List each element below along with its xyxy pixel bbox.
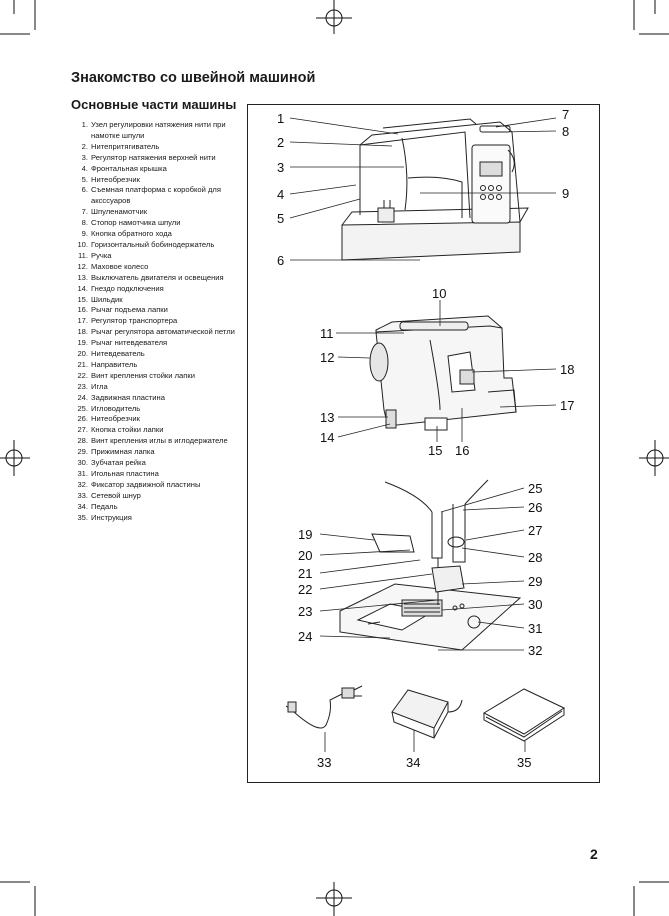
list-item: 33.Сетевой шнур <box>77 490 141 500</box>
list-item: 23.Игла <box>77 381 108 391</box>
list-item: 22.Винт крепления стойки лапки <box>77 370 195 380</box>
list-item: 25.Игловодитель <box>77 403 141 413</box>
list-item: 34.Педаль <box>77 501 118 511</box>
page-number: 2 <box>590 846 598 862</box>
list-item: 9.Кнопка обратного хода <box>81 229 172 239</box>
list-item: 27.Кнопка стойки лапки <box>77 425 164 435</box>
callout-labels: 1 2 3 4 5 6 7 8 9 10 11 12 13 14 15 16 1… <box>277 107 574 770</box>
list-item: 5.Нитеобрезчик <box>81 174 140 184</box>
page-title: Знакомство со швейной машиной <box>71 70 316 86</box>
callout-16: 16 <box>455 443 469 458</box>
list-item: 30.Зубчатая рейка <box>77 458 146 468</box>
illustration-frame <box>247 104 600 783</box>
list-item: 21.Направитель <box>77 359 138 369</box>
callout-1: 1 <box>277 111 284 126</box>
callout-27: 27 <box>528 523 542 538</box>
instruction-manual-drawing <box>482 688 566 742</box>
callout-3: 3 <box>277 160 284 175</box>
callout-33: 33 <box>317 755 331 770</box>
list-item: 20.Нитевдеватель <box>77 349 145 359</box>
callout-13: 13 <box>320 410 334 425</box>
callout-25: 25 <box>528 481 542 496</box>
leader-lines <box>289 117 557 261</box>
callout-21: 21 <box>298 566 312 581</box>
callout-17: 17 <box>560 398 574 413</box>
list-item: 14.Гнездо подключения <box>77 283 164 293</box>
callout-11: 11 <box>320 326 334 341</box>
list-item: 11.Ручка <box>78 250 112 260</box>
list-item: 3.Регулятор натяжения верхней нити <box>81 152 216 162</box>
list-item: 4.Фронтальная крышка <box>81 163 167 173</box>
callout-28: 28 <box>528 550 542 565</box>
callout-23: 23 <box>298 604 312 619</box>
list-item: 8.Стопор намотчика шпули <box>81 218 181 228</box>
callout-35: 35 <box>517 755 531 770</box>
power-cord-drawing <box>285 685 363 729</box>
callout-22: 22 <box>298 582 312 597</box>
foot-pedal-drawing <box>391 689 463 739</box>
sewing-machine-rear-drawing <box>369 315 517 431</box>
sewing-machine-front-drawing <box>341 118 529 261</box>
list-item: 28.Винт крепления иглы в иглодержателе <box>77 436 228 446</box>
callout-6: 6 <box>277 253 284 268</box>
list-item: 17.Регулятор транспортера <box>77 316 178 326</box>
callout-10: 10 <box>432 286 446 301</box>
callout-9: 9 <box>562 186 569 201</box>
list-item: 2.Нитепритягиватель <box>81 141 160 151</box>
list-item: 13.Выключатель двигателя и освещения <box>77 272 224 282</box>
callout-18: 18 <box>560 362 574 377</box>
callout-5: 5 <box>277 211 284 226</box>
list-item: 7.Шпуленамотчик <box>81 207 148 217</box>
list-item: 1.Узел регулировки натяжения нити при на… <box>81 120 226 140</box>
list-item: 6.Съемная платформа с коробкой для акссс… <box>81 185 221 206</box>
callout-26: 26 <box>528 500 542 515</box>
list-item: 16.Рычаг подъема лапки <box>77 305 168 315</box>
callout-29: 29 <box>528 574 542 589</box>
callout-19: 19 <box>298 527 312 542</box>
list-item: 24.Задвижная пластина <box>77 392 165 402</box>
callout-8: 8 <box>562 124 569 139</box>
section-title: Основные части машины <box>71 97 237 112</box>
list-item: 35.Инструкция <box>77 512 132 522</box>
list-item: 15.Шильдик <box>77 294 123 304</box>
callout-14: 14 <box>320 430 334 445</box>
callout-15: 15 <box>428 443 442 458</box>
callout-4: 4 <box>277 187 284 202</box>
callout-24: 24 <box>298 629 312 644</box>
callout-34: 34 <box>406 755 420 770</box>
list-item: 12.Маховое колесо <box>77 261 149 271</box>
callout-12: 12 <box>320 350 334 365</box>
parts-list: 1.Узел регулировки натяжения нити при на… <box>68 120 246 524</box>
list-item: 26.Нитеобрезчик <box>77 414 140 424</box>
callout-32: 32 <box>528 643 542 658</box>
list-item: 19.Рычаг нитевдевателя <box>77 338 168 348</box>
callout-20: 20 <box>298 548 312 563</box>
callout-7: 7 <box>562 107 569 122</box>
list-item: 32.Фиксатор задвижной пластины <box>77 479 201 489</box>
list-item: 29.Прижимная лапка <box>77 447 155 457</box>
callout-31: 31 <box>528 621 542 636</box>
list-item: 31.Игольная пластина <box>77 469 159 478</box>
list-item: 18.Рычаг регулятора автоматической петли <box>77 327 235 337</box>
list-item: 10.Горизонтальный бобинодержатель <box>77 239 215 249</box>
needle-area-drawing <box>339 479 522 651</box>
callout-2: 2 <box>277 135 284 150</box>
callout-30: 30 <box>528 597 542 612</box>
